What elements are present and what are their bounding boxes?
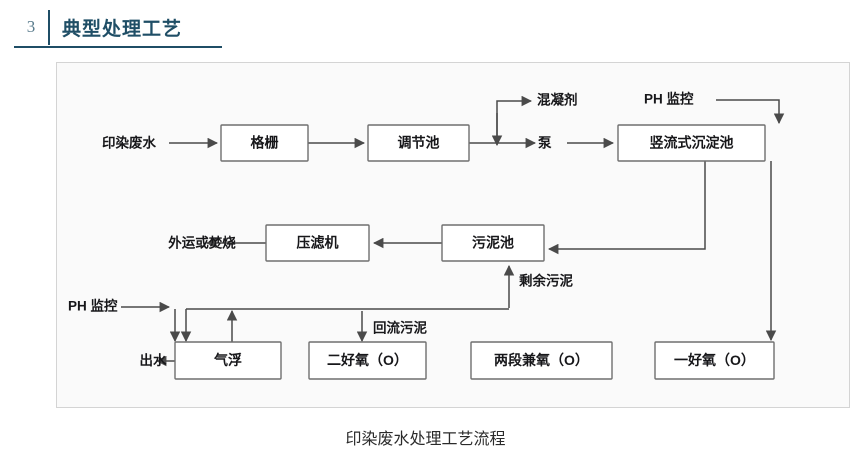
label-ph-monitor-lower: PH 监控 (68, 298, 118, 314)
flow-diagram: 格栅 调节池 竖流式沉淀池 压滤机 污泥池 气浮 二好氧（O） (56, 62, 850, 408)
label-influent: 印染废水 (102, 135, 156, 151)
label-return-sludge: 回流污泥 (373, 320, 427, 336)
node-label-sludge-tank: 污泥池 (472, 235, 514, 251)
node-label-settler: 竖流式沉淀池 (650, 135, 734, 151)
node-label-aerobic-2: 二好氧（O） (327, 352, 408, 368)
label-dispose: 外运或焚烧 (168, 235, 236, 251)
flow-diagram-canvas: 格栅 调节池 竖流式沉淀池 压滤机 污泥池 气浮 二好氧（O） (68, 91, 785, 380)
edge-settler-to-sludge-tank (547, 161, 706, 255)
figure-caption: 印染废水处理工艺流程 (345, 431, 506, 448)
section-header: 3 典型处理工艺 (14, 8, 222, 48)
label-ph-monitor-upper: PH 监控 (644, 91, 694, 107)
node-filter-press[interactable]: 压滤机 (265, 224, 370, 262)
node-label-anoxic-2: 两段兼氧（O） (494, 352, 589, 368)
node-flotation[interactable]: 气浮 (174, 341, 282, 380)
node-sludge-tank[interactable]: 污泥池 (441, 224, 545, 262)
node-equal-tank[interactable]: 调节池 (367, 124, 470, 162)
section-header-divider (48, 10, 50, 45)
node-label-aerobic-1: 一好氧（O） (674, 352, 755, 368)
edge-ph-monitor-to-settler (716, 99, 785, 125)
node-grille[interactable]: 格栅 (220, 124, 309, 162)
label-pump: 泵 (538, 136, 552, 151)
node-label-equal-tank: 调节池 (398, 135, 440, 151)
page-title: 典型处理工艺 (62, 18, 183, 40)
node-label-flotation: 气浮 (213, 352, 242, 368)
section-number: 3 (26, 17, 36, 36)
node-aerobic-2[interactable]: 二好氧（O） (308, 341, 427, 380)
label-excess-sludge: 剩余污泥 (519, 273, 573, 289)
node-label-filter-press: 压滤机 (297, 235, 339, 251)
node-label-grille: 格栅 (251, 135, 279, 151)
node-anoxic-2[interactable]: 两段兼氧（O） (470, 341, 613, 380)
node-aerobic-1[interactable]: 一好氧（O） (654, 341, 775, 380)
label-coagulant: 混凝剂 (537, 92, 578, 108)
edge-coagulant-dosing (496, 95, 533, 143)
label-effluent: 出水 (140, 352, 167, 368)
node-settler[interactable]: 竖流式沉淀池 (617, 124, 766, 162)
